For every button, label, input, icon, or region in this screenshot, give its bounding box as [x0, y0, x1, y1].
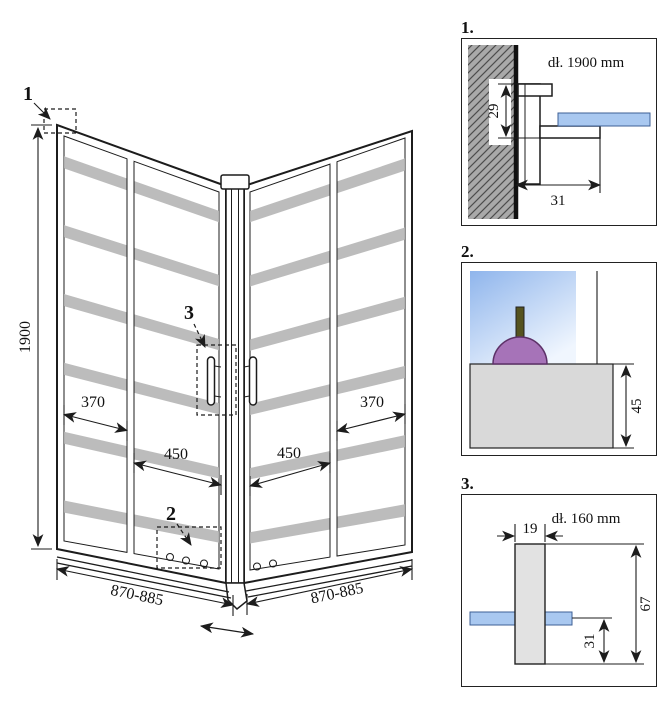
- dim-fixed-left-label: 370: [81, 394, 105, 411]
- left-glass-stripes: [64, 156, 219, 543]
- dim-19: 19: [497, 521, 563, 542]
- dim-door-left-label: 450: [164, 446, 188, 463]
- detail-2-box: 45: [461, 262, 657, 456]
- left-handle: [206, 356, 216, 406]
- right-glass-stripes: [250, 158, 405, 544]
- roller-stem: [515, 306, 525, 342]
- left-fixed-glass: [63, 135, 128, 553]
- callout-2: 2: [166, 503, 176, 525]
- dim-67: 67: [545, 543, 654, 665]
- corner-post: [220, 174, 250, 611]
- dim-31-label: 31: [551, 193, 566, 209]
- bottom-rail-section: [469, 363, 614, 449]
- left-panel: [56, 123, 227, 585]
- dim-31: 31: [572, 617, 612, 664]
- handle-bar: [514, 543, 546, 665]
- detail-3-box: dł. 160 mm 19 67: [461, 494, 657, 687]
- detail-2-drawing: 45: [469, 271, 645, 449]
- left-door-glass: [133, 160, 220, 570]
- callout-1-zone: [43, 108, 77, 134]
- dim-19-label: 19: [523, 521, 538, 537]
- dim-door-right-label: 450: [277, 445, 301, 462]
- dim-45: 45: [613, 363, 645, 449]
- roller-wheel: [492, 336, 548, 365]
- detail-1-length-note: dł. 1900 mm: [548, 55, 625, 71]
- right-panel: [243, 129, 413, 585]
- main-drawing: 1900 370 450 450 370 870-: [17, 83, 414, 638]
- detail-view-3: 3. dł. 160 mm 19: [461, 474, 657, 687]
- callout-2-zone: [156, 526, 222, 569]
- right-handle: [248, 356, 258, 406]
- right-door-glass: [249, 163, 331, 571]
- corner-post-cap: [220, 174, 250, 190]
- wall-profile: [517, 83, 651, 185]
- callouts: 1 3 2: [23, 83, 237, 569]
- dim-31: 31: [514, 138, 602, 209]
- right-divider-profile: [330, 161, 337, 558]
- detail-1-box: dł. 1900 mm 29: [461, 38, 657, 226]
- detail-view-1: 1. dł. 1900 mm: [461, 18, 657, 226]
- callout-3-zone: [196, 344, 237, 416]
- glass-edge: [557, 112, 651, 127]
- detail-1-label: 1.: [461, 18, 474, 37]
- callout-1: 1: [23, 83, 33, 105]
- detail-3-drawing: dł. 160 mm 19 67: [469, 511, 654, 665]
- corner-post-foot: [225, 582, 248, 611]
- dim-31-label: 31: [582, 634, 598, 649]
- dim-29: 29: [486, 79, 540, 145]
- dim-29-label: 29: [486, 104, 502, 119]
- dim-67-label: 67: [638, 596, 654, 612]
- callout-3: 3: [184, 302, 194, 324]
- detail-view-2: 2.: [461, 242, 657, 456]
- detail-3-label: 3.: [461, 474, 474, 493]
- right-fixed-glass: [336, 137, 406, 557]
- door-handles: [206, 356, 258, 406]
- left-divider-profile: [127, 158, 134, 554]
- detail-2-label: 2.: [461, 242, 474, 261]
- dim-45-label: 45: [629, 399, 645, 414]
- detail-1-drawing: dł. 1900 mm 29: [468, 45, 651, 219]
- slide-direction-arrow: [199, 622, 255, 638]
- dim-fixed-right-label: 370: [360, 394, 384, 411]
- dim-width-left-label: 870-885: [109, 582, 165, 609]
- dim-height-label: 1900: [17, 321, 34, 353]
- detail-3-length-note: dł. 160 mm: [552, 511, 621, 527]
